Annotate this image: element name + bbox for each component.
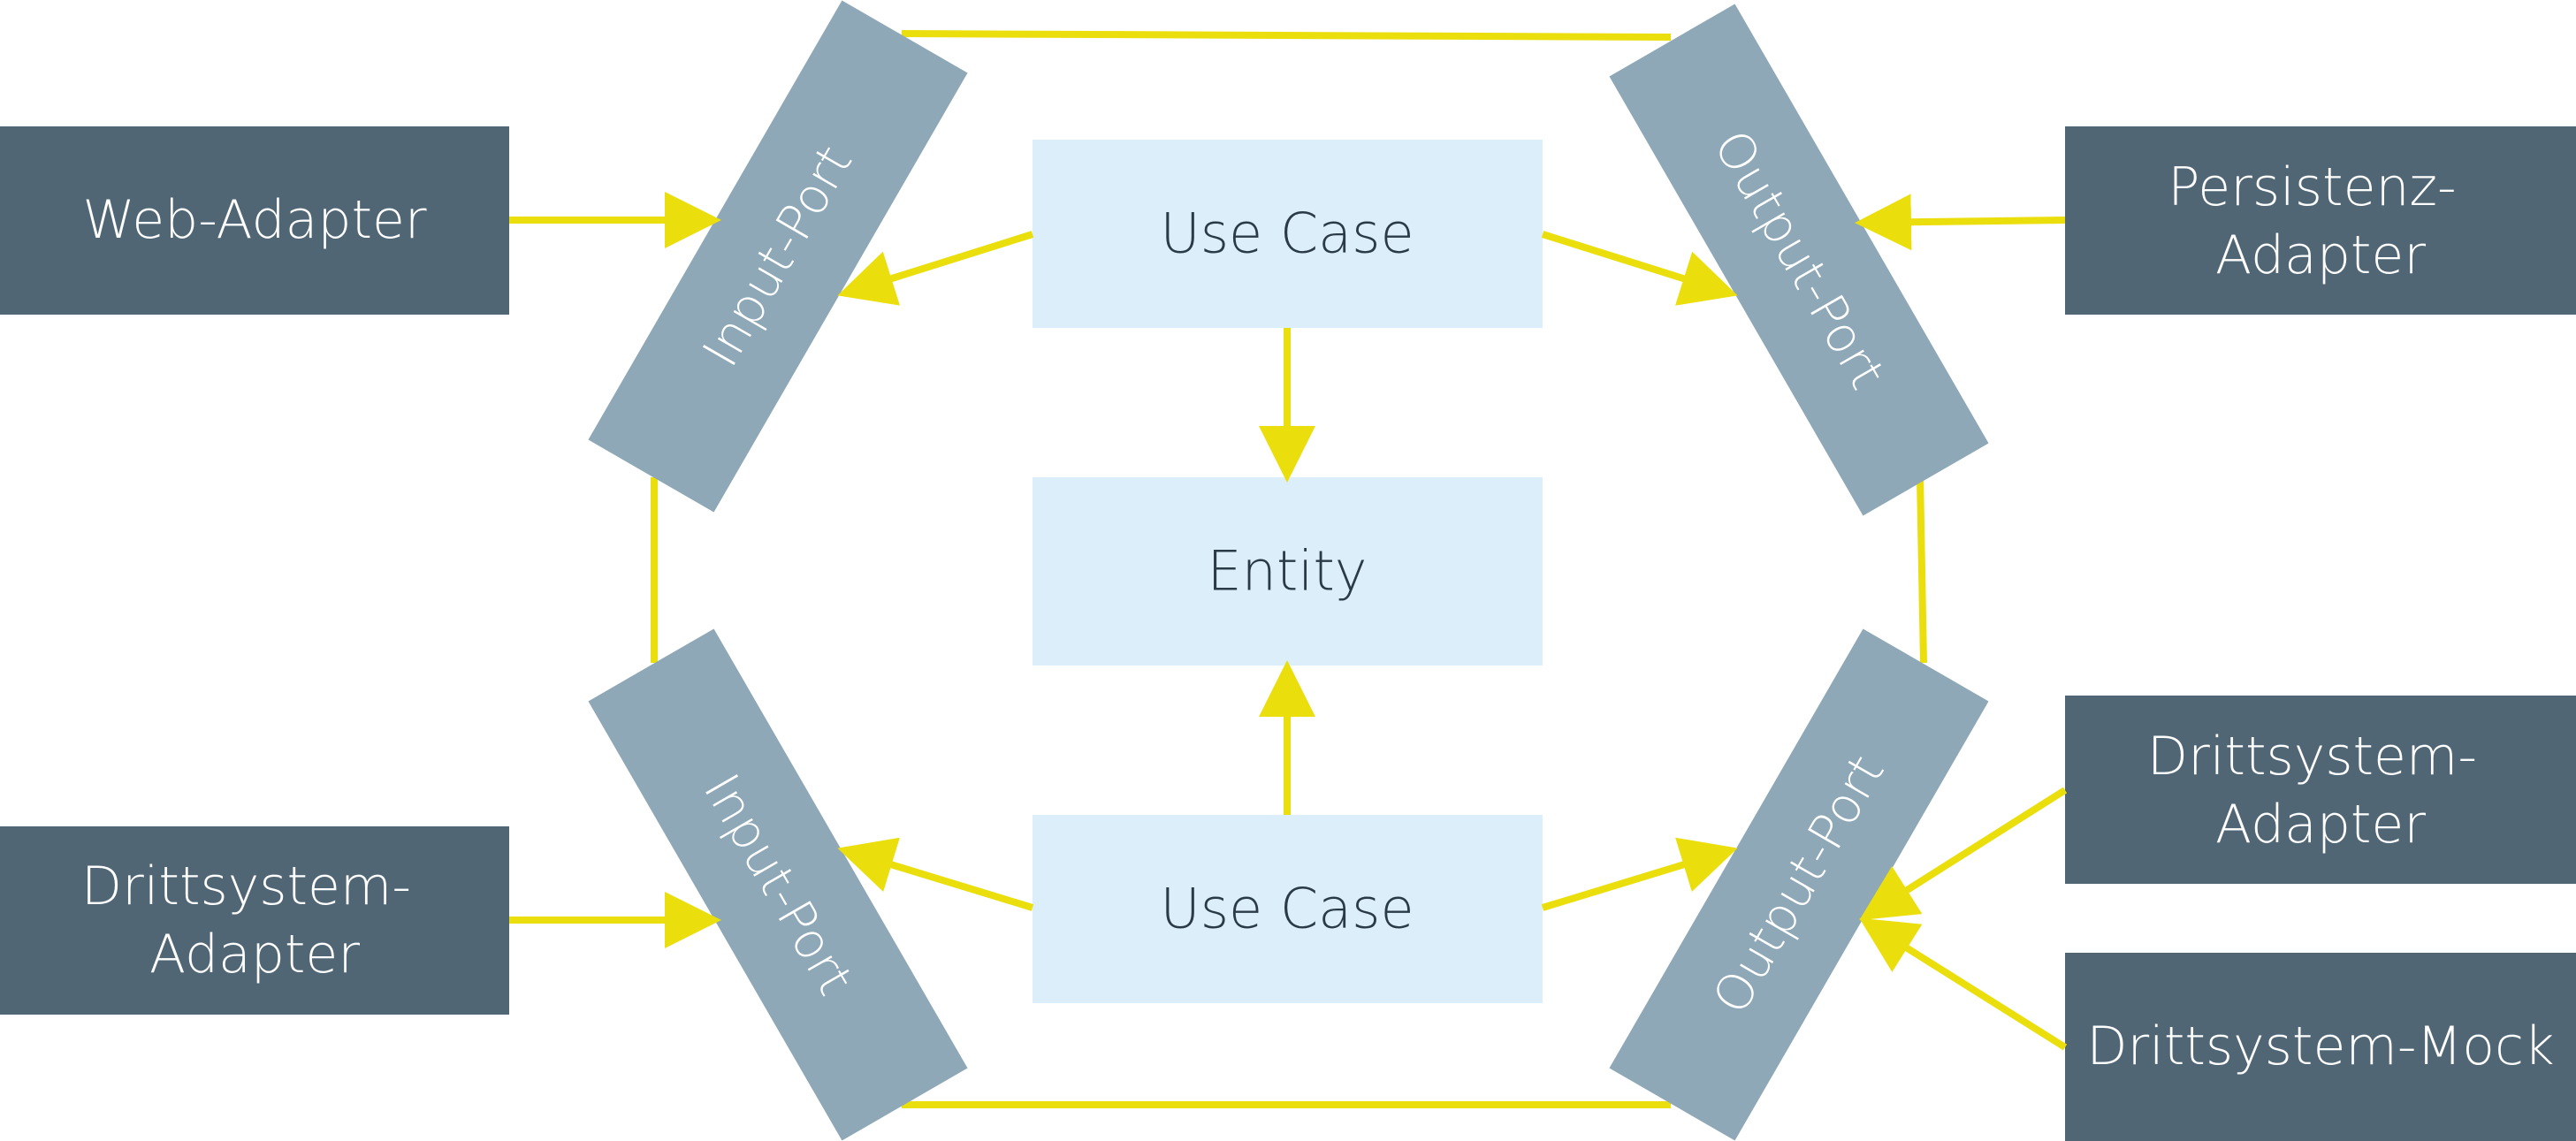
entity: Entity <box>1033 477 1543 666</box>
persistence-adapter-line-2: Adapter <box>2215 224 2426 286</box>
hexagon-edge-right <box>1917 476 1927 664</box>
output-port-bottom: Output-Port <box>1609 628 1989 1141</box>
use-case-top-box <box>1033 140 1543 328</box>
input-port-bottom-box <box>588 628 968 1141</box>
third-party-adapter-right-label: Drittsystem- Adapter <box>2147 726 2494 856</box>
web-adapter-label: Web-Adapter <box>82 189 427 251</box>
persistence-adapter-box <box>2065 126 2576 315</box>
input-port-top: Input-Port <box>588 0 968 513</box>
arrow-use-case-top-to-input-port <box>837 231 1034 306</box>
third-party-adapter-left-label: Drittsystem- Adapter <box>81 856 428 985</box>
third-party-mock-line-1: Drittsystem-Mock <box>2086 1015 2554 1077</box>
output-port-top-box <box>1609 4 1989 516</box>
use-case-bottom-label: Use Case <box>1160 877 1414 941</box>
input-port-top-box <box>588 0 968 513</box>
arrow-use-case-bottom-to-input-port <box>837 837 1034 911</box>
third-party-adapter-left-line-1: Drittsystem- <box>81 856 411 917</box>
arrow-third-party-mock-to-output-port <box>1859 917 2068 1051</box>
arrow-persistence-adapter-to-output-port <box>1855 194 2066 251</box>
third-party-adapter-right-box <box>2065 696 2576 884</box>
use-case-bottom: Use Case <box>1033 815 1543 1003</box>
web-adapter: Web-Adapter <box>0 126 509 315</box>
input-port-bottom: Input-Port <box>588 628 968 1141</box>
persistence-adapter-label: Persistenz- Adapter <box>2168 156 2473 286</box>
hexagon-edge-top <box>901 30 1672 41</box>
web-adapter-box <box>0 126 509 315</box>
third-party-adapter-right: Drittsystem- Adapter <box>2065 696 2576 884</box>
entity-label: Entity <box>1207 539 1367 604</box>
third-party-mock: Drittsystem-Mock <box>2065 953 2576 1141</box>
output-port-bottom-box <box>1609 628 1989 1141</box>
arrow-third-party-adapter-to-output-port <box>1859 787 2068 921</box>
persistence-adapter: Persistenz- Adapter <box>2065 126 2576 315</box>
arrow-use-case-bottom-to-output-port <box>1541 837 1738 911</box>
third-party-adapter-left-line-2: Adapter <box>149 924 360 985</box>
third-party-adapter-left-box <box>0 826 509 1015</box>
web-adapter-line-1: Web-Adapter <box>82 189 427 251</box>
hexagon-boundary <box>651 30 1927 1108</box>
use-case-top-label: Use Case <box>1160 202 1414 266</box>
arrow-use-case-top-to-output-port <box>1541 231 1738 306</box>
third-party-adapter-right-line-2: Adapter <box>2215 794 2426 856</box>
third-party-adapter-right-line-1: Drittsystem- <box>2147 726 2477 787</box>
persistence-adapter-line-1: Persistenz- <box>2168 156 2456 218</box>
output-port-top: Output-Port <box>1609 4 1989 516</box>
entity-box <box>1033 477 1543 666</box>
third-party-adapter-left: Drittsystem- Adapter <box>0 826 509 1015</box>
third-party-mock-label: Drittsystem-Mock <box>2086 1015 2554 1077</box>
use-case-bottom-box <box>1033 815 1543 1003</box>
dependency-arrows <box>509 192 2068 1051</box>
third-party-mock-box <box>2065 953 2576 1141</box>
use-case-top: Use Case <box>1033 140 1543 328</box>
